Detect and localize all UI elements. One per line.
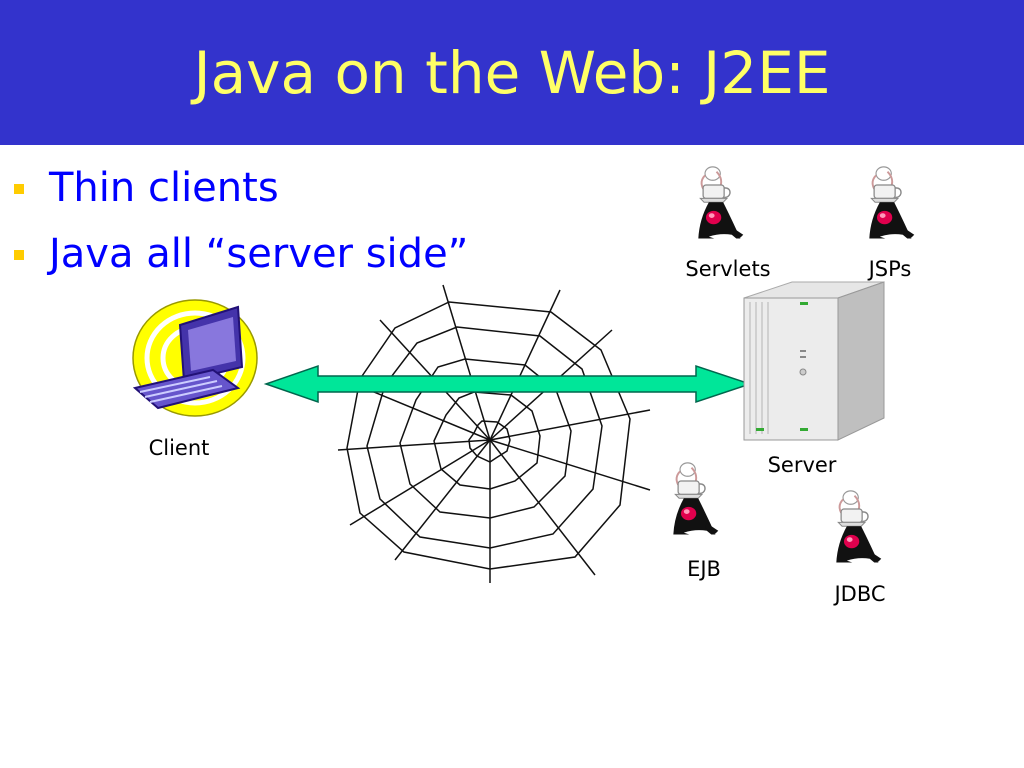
duke-mascot-icon xyxy=(672,461,720,539)
title-bar: Java on the Web: J2EE xyxy=(0,0,1024,145)
server-label: Server xyxy=(768,453,837,477)
jsps-label: JSPs xyxy=(867,257,912,281)
slide-title: Java on the Web: J2EE xyxy=(193,39,831,107)
bullet-text: Java all “server side” xyxy=(49,231,469,277)
bullet-marker xyxy=(14,184,24,194)
servlets-label: Servlets xyxy=(685,257,770,281)
duke-mascot-icon xyxy=(868,165,916,243)
ejb-label: EJB xyxy=(687,557,721,581)
duke-mascot-icon xyxy=(835,489,883,567)
jdbc-label: JDBC xyxy=(832,582,885,606)
bullet-marker xyxy=(14,250,24,260)
spider-web-icon xyxy=(337,284,651,583)
duke-mascot-icon xyxy=(697,165,745,243)
computer-icon xyxy=(132,299,258,417)
bullet-text: Thin clients xyxy=(49,165,279,211)
client-label: Client xyxy=(149,436,210,460)
connection-arrow xyxy=(263,364,753,404)
server-tower-icon xyxy=(743,281,885,441)
